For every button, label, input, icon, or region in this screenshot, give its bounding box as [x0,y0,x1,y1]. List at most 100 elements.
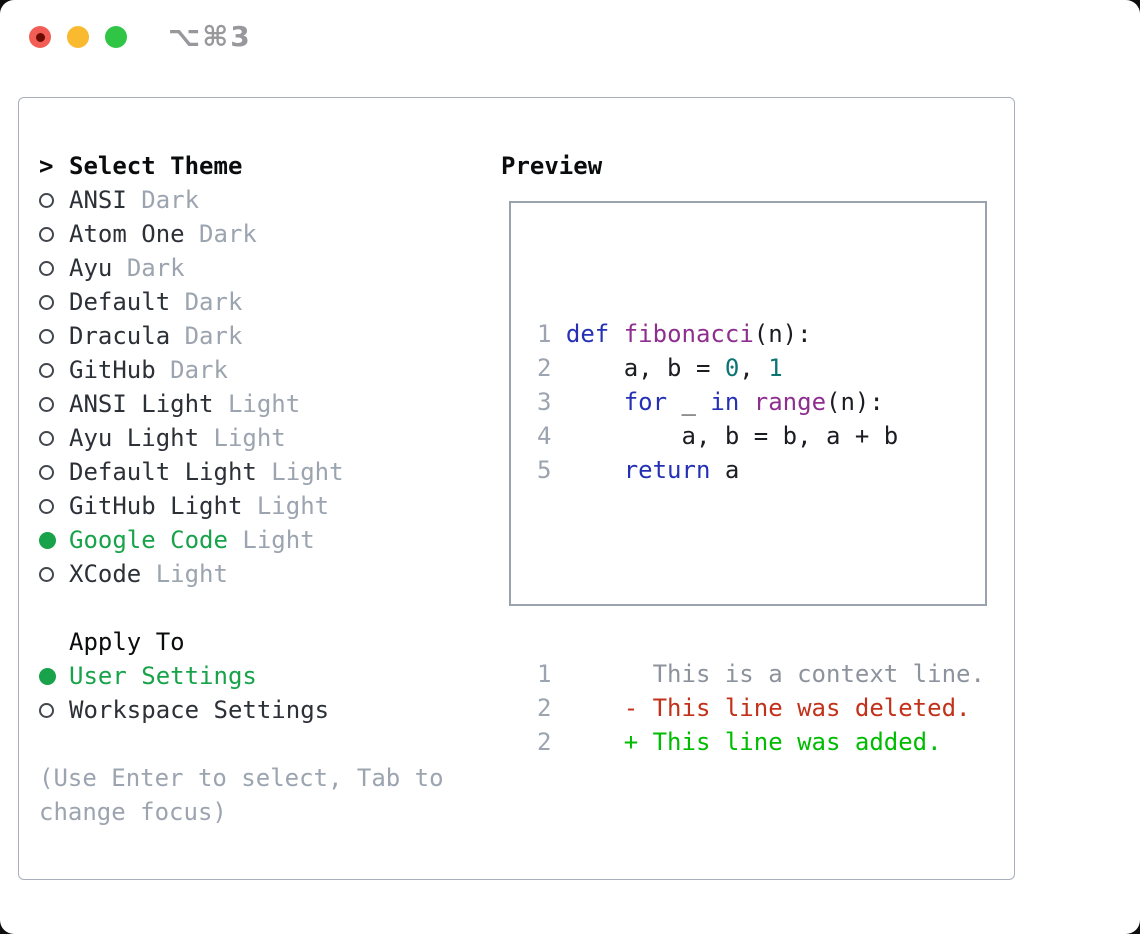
theme-variant-label: Dark [199,220,257,248]
titlebar [29,26,127,48]
minimize-button[interactable] [67,26,89,48]
diff-text: This is a context line. [551,660,985,688]
code-token: 1 [768,354,783,382]
theme-option-label: Ayu [69,254,113,282]
radio-unselected-icon [39,396,54,412]
radio-selected-icon [39,667,56,685]
code-token [551,456,623,484]
theme-option-ayu[interactable]: Ayu Dark [39,251,485,285]
apply-option-user-settings[interactable]: User Settings [39,659,485,693]
preview-title: Preview [501,152,603,180]
theme-option-google-code[interactable]: Google Code Light [39,523,485,557]
code-token: def [565,320,610,348]
select-theme-title: Select Theme [69,152,243,180]
theme-option-label: Dracula [69,322,171,350]
apply-to-title: Apply To [69,628,185,656]
keyboard-hint: (Use Enter to select, Tab to change focu… [39,764,444,826]
theme-option-ansi[interactable]: ANSI Dark [39,183,485,217]
close-button[interactable] [29,26,51,48]
code-line: 3 for _ in range(n): [537,385,985,419]
code-token: fibonacci [623,320,754,348]
theme-option-label: Default Light [69,458,257,486]
focus-caret-icon: > [39,152,54,180]
code-token: a, b = b, a + b [551,422,899,450]
theme-variant-label: Light [155,560,228,588]
select-theme-header: > Select Theme [39,149,485,183]
theme-option-atom-one[interactable]: Atom One Dark [39,217,485,251]
code-token: return [623,456,711,484]
theme-option-label: Atom One [69,220,185,248]
spacer [39,591,485,625]
window-title: ⌥⌘3 [168,20,252,53]
radio-selected-icon [39,531,56,549]
theme-option-default[interactable]: Default Dark [39,285,485,319]
theme-option-label: GitHub Light [69,492,243,520]
apply-option-label: User Settings [69,662,257,690]
code-line: 2 a, b = 0, 1 [537,351,985,385]
theme-option-xcode[interactable]: XCode Light [39,557,485,591]
apply-option-label: Workspace Settings [69,696,330,724]
code-line: 1 def fibonacci(n): [537,317,985,351]
theme-option-github-light[interactable]: GitHub Light Light [39,489,485,523]
apply-option-workspace-settings[interactable]: Workspace Settings [39,693,485,727]
theme-option-label: Ayu Light [69,424,200,452]
code-token [739,388,753,416]
line-number: 2 [537,694,552,722]
theme-variant-label: Dark [170,356,228,384]
radio-unselected-icon [39,464,54,480]
theme-option-label: GitHub [69,356,156,384]
diff-text: - This line was deleted. [551,694,971,722]
maximize-button[interactable] [105,26,127,48]
radio-unselected-icon [39,260,54,276]
theme-option-dracula[interactable]: Dracula Dark [39,319,485,353]
theme-option-ansi-light[interactable]: ANSI Light Light [39,387,485,421]
theme-variant-label: Dark [184,288,243,316]
code-token: (n): [826,388,884,416]
code-token: 0 [724,354,740,382]
diff-line-added: 2 + This line was added. [537,725,985,759]
line-number: 3 [537,388,552,416]
theme-option-ayu-light[interactable]: Ayu Light Light [39,421,485,455]
code-token [551,320,565,348]
radio-unselected-icon [39,566,54,582]
radio-unselected-icon [39,430,54,446]
code-line: 5 return a [537,453,985,487]
theme-variant-label: Light [271,458,344,486]
theme-variant-label: Light [256,492,330,520]
line-number: 4 [537,422,552,450]
diff-text: + This line was added. [551,728,942,756]
blank-line [537,555,985,589]
theme-option-default-light[interactable]: Default Light Light [39,455,485,489]
theme-option-github[interactable]: GitHub Dark [39,353,485,387]
code-token: _ [667,388,711,416]
radio-unselected-icon [39,226,54,242]
radio-unselected-icon [39,362,54,378]
code-token [551,388,623,416]
theme-variant-label: Light [227,390,301,418]
apply-to-header: Apply To [39,625,485,659]
theme-option-label: Google Code [69,526,228,554]
code-token: (n): [753,320,812,348]
line-number: 2 [537,728,552,756]
theme-option-label: Default [69,288,171,316]
theme-option-label: ANSI Light [69,390,214,418]
radio-unselected-icon [39,328,54,344]
radio-unselected-icon [39,498,54,514]
code-token [609,320,623,348]
line-number: 5 [537,456,552,484]
diff-preview: 1 This is a context line. 2 - This line w… [537,657,985,759]
theme-variant-label: Dark [126,254,185,282]
code-token: a, b = [551,354,725,382]
radio-unselected-icon [39,294,54,310]
diff-line-context: 1 This is a context line. [537,657,985,691]
radio-unselected-icon [39,702,54,718]
record-dot-icon [35,32,45,42]
radio-unselected-icon [39,192,54,208]
theme-variant-label: Light [213,424,286,452]
